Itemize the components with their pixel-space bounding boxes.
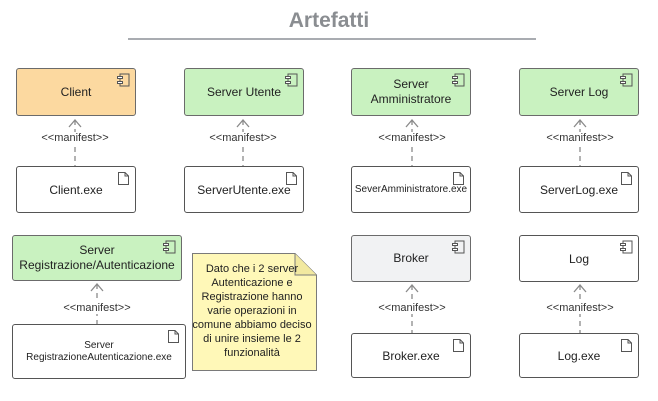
artifact-label: Log.exe [557,348,601,363]
artifact-label: Server RegistrazioneAutenticazione.exe [26,339,172,363]
component-icon [620,73,633,87]
manifest-label: <<manifest>> [208,132,278,144]
document-icon [453,339,464,352]
component-icon [117,73,130,87]
component-icon [452,73,465,87]
artifact-client-exe[interactable]: Client.exe [16,166,136,213]
artifact-severamministratore-exe[interactable]: SeverAmministratore.exe [351,166,471,213]
manifest-label: <<manifest>> [377,302,447,314]
manifest-label: <<manifest>> [545,132,615,144]
component-server-utente[interactable]: Server Utente [184,68,304,116]
title-underline [128,38,536,40]
artifact-serverlog-exe[interactable]: ServerLog.exe [519,166,639,213]
artifact-label: Client.exe [49,182,103,197]
page-title: Artefatti [288,9,370,32]
component-label: Server Amministratore [370,77,452,106]
document-icon [286,172,297,185]
artifact-label: ServerUtente.exe [197,182,291,197]
artifact-label: ServerLog.exe [539,182,619,197]
document-icon [621,172,632,185]
artifact-serverutente-exe[interactable]: ServerUtente.exe [184,166,304,213]
component-client[interactable]: Client [16,68,136,116]
component-icon [620,240,633,254]
component-icon [285,73,298,87]
artifact-broker-exe[interactable]: Broker.exe [351,333,471,378]
document-icon [453,172,464,185]
component-server-amministratore[interactable]: Server Amministratore [351,68,471,116]
component-broker[interactable]: Broker [351,235,471,282]
component-icon [452,240,465,254]
artifact-label: Broker.exe [382,348,440,363]
manifest-label: <<manifest>> [40,132,110,144]
component-label: Server Registrazione/Autenticazione [19,243,175,272]
component-server-registrazione[interactable]: Server Registrazione/Autenticazione [12,235,182,281]
component-label: Client [60,84,92,99]
component-label: Server Utente [206,84,282,99]
artifact-log-exe[interactable]: Log.exe [519,333,639,378]
document-icon [118,172,129,185]
manifest-label: <<manifest>> [377,132,447,144]
artifact-label: SeverAmministratore.exe [354,183,468,195]
document-icon [621,339,632,352]
component-label: Server Log [549,84,609,99]
component-server-log[interactable]: Server Log [519,68,639,116]
manifest-label: <<manifest>> [62,302,132,314]
note-text: Dato che i 2 server Autenticazione e Reg… [192,263,312,359]
component-label: Broker [393,251,429,265]
manifest-label: <<manifest>> [545,302,615,314]
component-log[interactable]: Log [519,235,639,282]
component-label: Log [568,251,590,266]
component-icon [163,240,176,254]
document-icon [168,330,179,343]
artifact-serverregistrazione-exe[interactable]: Server RegistrazioneAutenticazione.exe [12,324,186,379]
note-shape [192,253,317,371]
